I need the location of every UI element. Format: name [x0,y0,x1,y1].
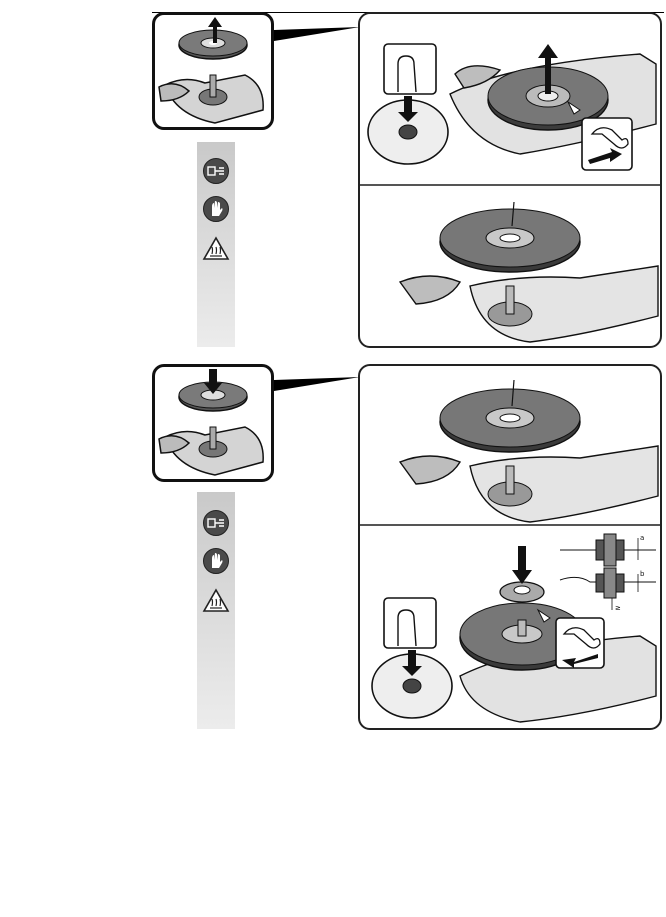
callout-pointer [274,27,360,47]
unplug-icon [203,510,229,536]
illustration-unlock-and-lift [360,14,660,184]
dim-label-min: ≥ [615,604,621,612]
hot-surface-warning-icon [202,588,230,613]
thumbnail-remove-wheel [152,12,274,130]
panel-remove-wheel [358,12,662,348]
dim-label-b: b [640,570,645,578]
illustration-wheel-lowered [360,366,660,524]
hot-surface-warning-icon [202,236,230,261]
sidebar-safety-icons [197,142,235,347]
unplug-icon [203,158,229,184]
panel-mount-wheel: a b ≥ [358,364,662,730]
glove-icon [203,548,229,574]
illustration-fit-flange-nut: a b ≥ [360,526,660,728]
callout-pointer [274,377,360,397]
flange-nut-orientation-diagram: a b ≥ [560,534,656,612]
illustration-wheel-lifted [360,186,660,346]
thumbnail-mount-wheel [152,364,274,482]
sidebar-safety-icons [197,492,235,729]
dim-label-a: a [640,534,644,542]
glove-icon [203,196,229,222]
